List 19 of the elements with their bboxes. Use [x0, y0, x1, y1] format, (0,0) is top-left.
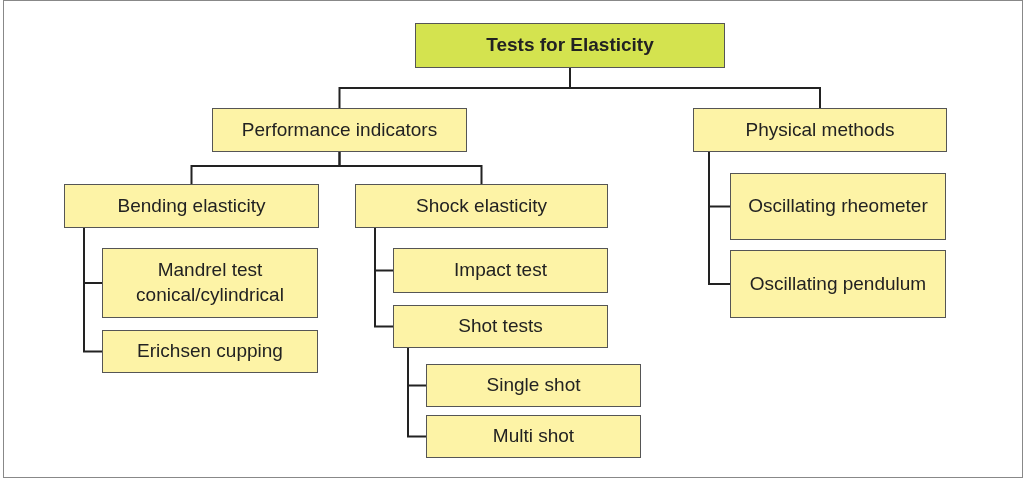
- category-box: Shot tests: [393, 305, 608, 348]
- connector-line: [708, 151, 731, 285]
- category-box: Erichsen cupping: [102, 330, 318, 373]
- category-box: Mandrel test conical/cylindrical: [102, 248, 318, 318]
- connector-line: [83, 227, 103, 353]
- connector-line: [407, 347, 427, 438]
- category-box: Bending elasticity: [64, 184, 319, 228]
- connector-line: [569, 67, 821, 109]
- category-box: Oscillating rheometer: [730, 173, 946, 240]
- category-box: Impact test: [393, 248, 608, 293]
- category-box: Multi shot: [426, 415, 641, 458]
- connector-line: [338, 151, 483, 185]
- category-box: Oscillating pendulum: [730, 250, 946, 318]
- category-box: Physical methods: [693, 108, 947, 152]
- category-box: Shock elasticity: [355, 184, 608, 228]
- category-box: Single shot: [426, 364, 641, 407]
- title-box: Tests for Elasticity: [415, 23, 725, 68]
- category-box: Performance indicators: [212, 108, 467, 152]
- connector-line: [374, 227, 394, 328]
